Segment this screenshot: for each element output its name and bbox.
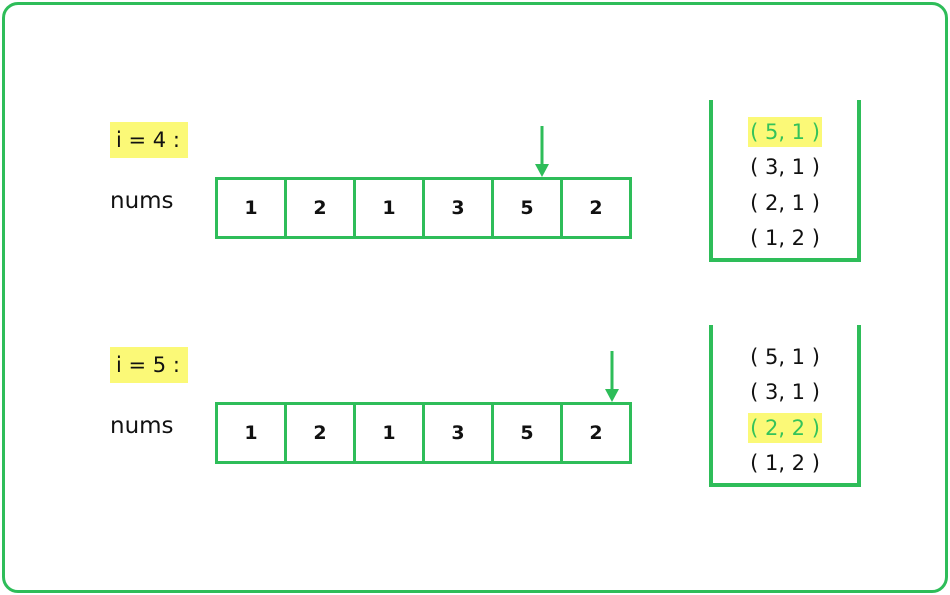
heap-item-text: ( 1, 2 ) (750, 451, 820, 476)
heap-item-text: ( 2, 2 ) (748, 412, 822, 443)
nums-array: 1 2 1 3 5 2 (215, 402, 632, 464)
heap-item-text: ( 5, 1 ) (748, 116, 822, 147)
array-label: nums (110, 413, 174, 439)
heap-item: ( 3, 1 ) (713, 375, 857, 411)
iteration-label: i = 4 : (110, 122, 188, 158)
array-cell: 1 (353, 402, 425, 464)
heap-item: ( 1, 2 ) (713, 446, 857, 482)
pointer-arrow-icon (535, 126, 549, 177)
heap-container: ( 5, 1 ) ( 3, 1 ) ( 2, 2 ) ( 1, 2 ) (709, 325, 861, 487)
array-cell: 3 (422, 402, 494, 464)
array-cell: 5 (491, 402, 563, 464)
heap-list: ( 5, 1 ) ( 3, 1 ) ( 2, 1 ) ( 1, 2 ) (713, 114, 857, 256)
iteration-label: i = 5 : (110, 347, 188, 383)
heap-item-text: ( 2, 1 ) (750, 190, 820, 215)
heap-item-text: ( 1, 2 ) (750, 226, 820, 251)
array-cell-pointed: 2 (560, 402, 632, 464)
array-cell-pointed: 5 (491, 177, 563, 239)
heap-item-highlighted: ( 5, 1 ) (713, 114, 857, 150)
array-cell: 2 (560, 177, 632, 239)
array-cell: 1 (353, 177, 425, 239)
iteration-panel-1: i = 4 : nums 1 2 1 3 5 2 ( 5, 1 ) ( 3, 1… (0, 100, 950, 300)
array-label: nums (110, 188, 174, 214)
array-cell: 1 (215, 177, 287, 239)
heap-container: ( 5, 1 ) ( 3, 1 ) ( 2, 1 ) ( 1, 2 ) (709, 100, 861, 262)
heap-item: ( 1, 2 ) (713, 221, 857, 257)
heap-item: ( 5, 1 ) (713, 339, 857, 375)
heap-item-highlighted: ( 2, 2 ) (713, 410, 857, 446)
heap-item: ( 2, 1 ) (713, 185, 857, 221)
heap-item: ( 3, 1 ) (713, 150, 857, 186)
array-cell: 3 (422, 177, 494, 239)
array-cell: 2 (284, 402, 356, 464)
heap-item-text: ( 3, 1 ) (750, 380, 820, 405)
pointer-arrow-icon (605, 351, 619, 402)
array-cell: 2 (284, 177, 356, 239)
heap-list: ( 5, 1 ) ( 3, 1 ) ( 2, 2 ) ( 1, 2 ) (713, 339, 857, 481)
heap-item-text: ( 5, 1 ) (750, 344, 820, 369)
heap-item-text: ( 3, 1 ) (750, 155, 820, 180)
nums-array: 1 2 1 3 5 2 (215, 177, 632, 239)
iteration-panel-2: i = 5 : nums 1 2 1 3 5 2 ( 5, 1 ) ( 3, 1… (0, 325, 950, 525)
array-cell: 1 (215, 402, 287, 464)
